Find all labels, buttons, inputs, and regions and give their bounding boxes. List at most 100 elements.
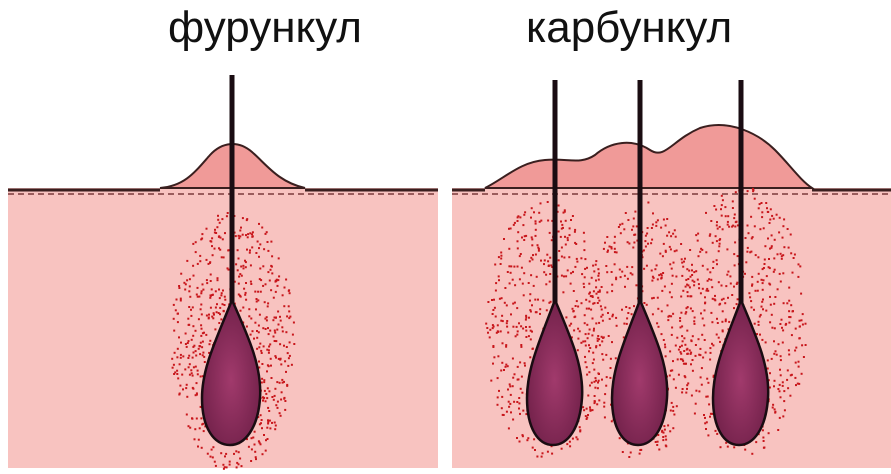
infection-dot [542, 300, 544, 302]
infection-dot [293, 322, 295, 324]
infection-dot [774, 327, 776, 329]
infection-dot [716, 433, 718, 435]
infection-dot [626, 317, 628, 319]
infection-dot [598, 322, 600, 324]
infection-dot [529, 260, 531, 262]
infection-dot [702, 357, 704, 359]
infection-dot [611, 290, 613, 292]
infection-dot [779, 369, 781, 371]
infection-dot [506, 411, 508, 413]
infection-dot [521, 237, 523, 239]
infection-dot [201, 290, 203, 292]
infection-dot [277, 407, 279, 409]
infection-dot [745, 261, 747, 263]
infection-dot [587, 395, 589, 397]
infection-dot [722, 228, 724, 230]
infection-dot [509, 282, 511, 284]
infection-dot [507, 389, 509, 391]
infection-dot [719, 243, 721, 245]
infection-dot [196, 382, 198, 384]
infection-dot [595, 260, 597, 262]
infection-dot [773, 257, 775, 259]
infection-dot [288, 305, 290, 307]
infection-dot [589, 347, 591, 349]
infection-dot [777, 429, 779, 431]
infection-dot [672, 406, 674, 408]
infection-dot [605, 354, 607, 356]
infection-dot [250, 283, 252, 285]
infection-dot [670, 248, 672, 250]
infection-dot [212, 317, 214, 319]
infection-dot [180, 273, 182, 275]
infection-dot [263, 397, 265, 399]
infection-dot [737, 255, 739, 257]
infection-dot [186, 279, 188, 281]
infection-dot [671, 334, 673, 336]
infection-dot [632, 247, 634, 249]
infection-dot [247, 233, 249, 235]
infection-dot [504, 287, 506, 289]
infection-dot [574, 316, 576, 318]
infection-dot [604, 416, 606, 418]
infection-dot [246, 249, 248, 251]
infection-dot [202, 352, 204, 354]
infection-dot [712, 242, 714, 244]
infection-dot [255, 308, 257, 310]
infection-dot [591, 382, 593, 384]
infection-dot [516, 307, 518, 309]
infection-dot [250, 334, 252, 336]
infection-dot [258, 325, 260, 327]
infection-dot [265, 233, 267, 235]
infection-dot [268, 390, 270, 392]
infection-dot [765, 310, 767, 312]
infection-dot [602, 314, 604, 316]
infection-dot [186, 396, 188, 398]
infection-dot [228, 269, 230, 271]
infection-dot [226, 466, 228, 468]
infection-dot [518, 402, 520, 404]
infection-dot [196, 418, 198, 420]
infection-dot [585, 333, 587, 335]
infection-dot [672, 313, 674, 315]
infection-dot [547, 451, 549, 453]
infection-dot [493, 356, 495, 358]
infection-dot [254, 291, 256, 293]
infection-dot [197, 370, 199, 372]
infection-dot [544, 259, 546, 261]
infection-dot [678, 349, 680, 351]
infection-dot [192, 306, 194, 308]
infection-dot [280, 399, 282, 401]
infection-dot [782, 415, 784, 417]
infection-dot [523, 272, 525, 274]
infection-dot [792, 310, 794, 312]
infection-dot [647, 202, 649, 204]
infection-dot [751, 276, 753, 278]
infection-dot [225, 453, 227, 455]
infection-dot [258, 346, 260, 348]
infection-dot [187, 342, 189, 344]
infection-dot [793, 257, 795, 259]
infection-dot [589, 301, 591, 303]
infection-dot [665, 251, 667, 253]
infection-dot [279, 412, 281, 414]
infection-dot [686, 348, 688, 350]
infection-dot [246, 326, 248, 328]
infection-dot [788, 300, 790, 302]
infection-dot [588, 283, 590, 285]
infection-dot [181, 374, 183, 376]
infection-dot [712, 267, 714, 269]
infection-dot [211, 245, 213, 247]
infection-dot [524, 362, 526, 364]
infection-dot [535, 235, 537, 237]
infection-dot [173, 330, 175, 332]
infection-dot [517, 220, 519, 222]
infection-dot [274, 340, 276, 342]
infection-dot [512, 358, 514, 360]
infection-dot [203, 332, 205, 334]
infection-dot [193, 366, 195, 368]
infection-dot [577, 328, 579, 330]
infection-dot [574, 229, 576, 231]
infection-dot [621, 271, 623, 273]
infection-dot [692, 370, 694, 372]
infection-dot [592, 362, 594, 364]
